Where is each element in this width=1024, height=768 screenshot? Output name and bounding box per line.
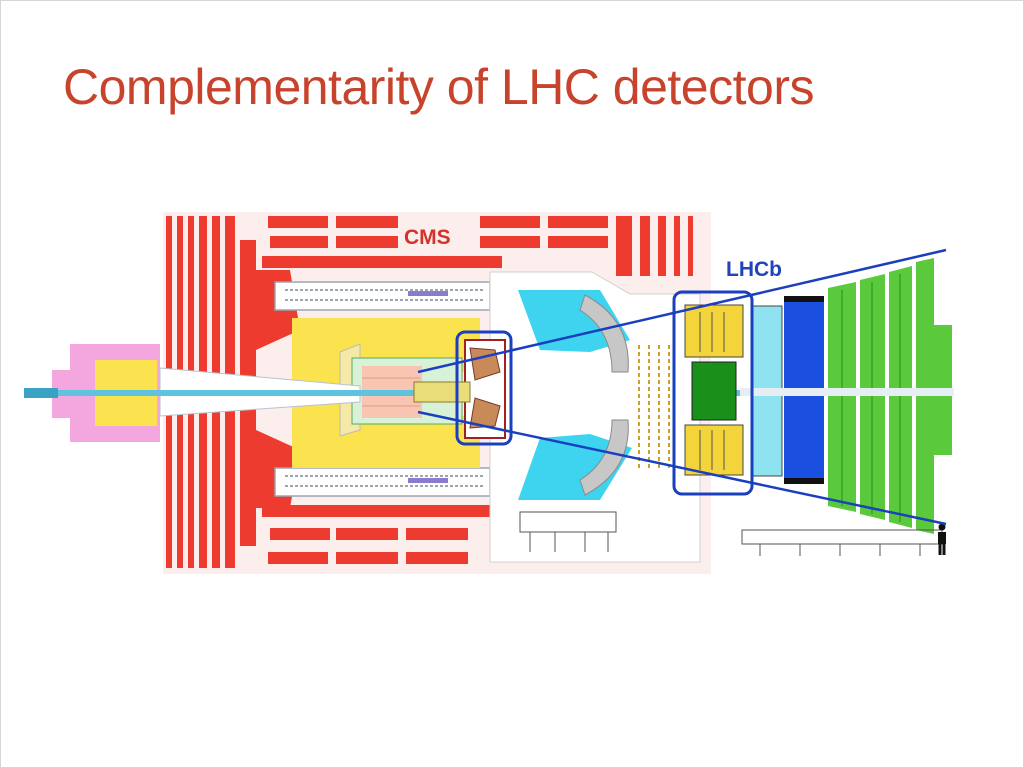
cms-label: CMS xyxy=(404,226,451,249)
lhcb-acceptance xyxy=(417,248,947,526)
person-scale-icon xyxy=(938,523,946,555)
cms-bottom-yoke xyxy=(262,505,492,564)
vertex-highlight-box xyxy=(455,330,513,446)
cms-top-yoke xyxy=(262,216,693,276)
lhcb-magnet-top xyxy=(518,290,630,352)
lhcb-rich2-bottom xyxy=(684,424,744,476)
cms-detector xyxy=(52,212,711,574)
acceptance-line-upper xyxy=(417,248,947,374)
lhcb-label: LHCb xyxy=(726,258,782,281)
lhcb-outer-tracker xyxy=(691,361,737,421)
lhcb-detector xyxy=(413,258,954,563)
lhcb-rich2-top xyxy=(684,304,744,358)
cms-solenoid-top xyxy=(274,281,491,311)
rich2-highlight-box xyxy=(672,290,754,496)
cms-solenoid-bottom xyxy=(274,467,491,497)
lhcb-support-structures xyxy=(519,511,943,556)
acceptance-line-lower xyxy=(417,410,947,526)
lhcb-velo xyxy=(413,381,471,403)
slide-title: Complementarity of LHC detectors xyxy=(63,59,814,115)
